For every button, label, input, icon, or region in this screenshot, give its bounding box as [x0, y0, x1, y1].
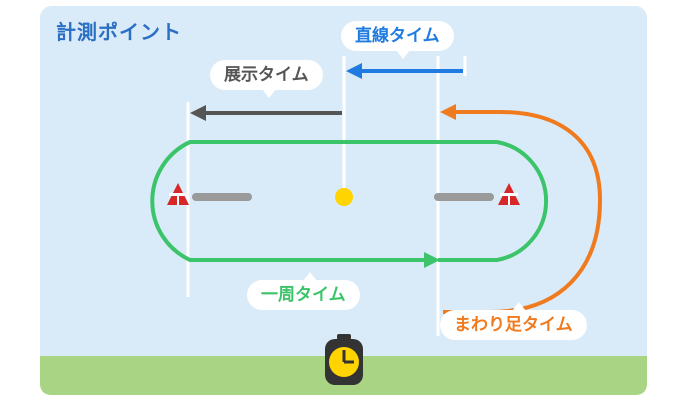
lap-time-label: 一周タイム	[247, 272, 360, 310]
exhibit-arrowhead	[190, 105, 206, 121]
finish-time-label: まわり足タイム	[440, 302, 587, 340]
turn-mark-icon	[498, 183, 520, 205]
straight-time-label: 直線タイム	[341, 21, 454, 59]
exhibit-time-label: 展示タイム	[210, 60, 323, 98]
finish-arrowhead	[440, 104, 456, 120]
left-marker	[192, 193, 252, 201]
lap-course	[150, 140, 549, 262]
right-marker	[434, 193, 494, 201]
turn-mark-icon	[167, 183, 189, 205]
page-title: 計測ポイント	[56, 20, 182, 44]
lap-arrowhead	[424, 252, 440, 268]
straight-arrowhead	[346, 63, 362, 79]
stopwatch-icon	[325, 334, 363, 385]
finish-path	[443, 110, 603, 314]
yellow-point	[335, 188, 353, 206]
